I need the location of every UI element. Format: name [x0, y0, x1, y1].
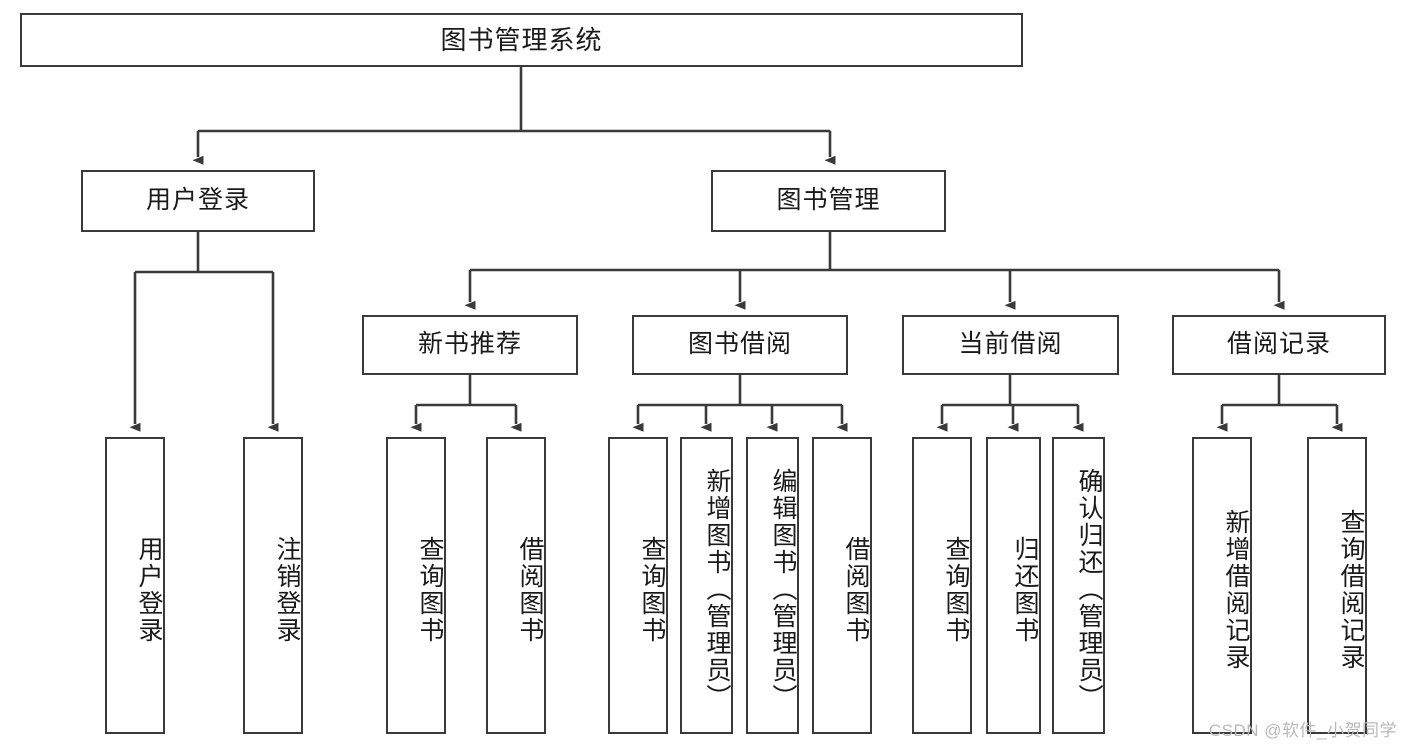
node-book-borrow[interactable]: 图书借阅 [632, 315, 848, 375]
leaf-label: 查询借阅记录 [1337, 508, 1365, 671]
leaf-borrow-book-recommend[interactable]: 借阅图书 [486, 437, 546, 734]
leaf-add-book-admin[interactable]: 新增图书（管理员） [680, 437, 733, 734]
leaf-query-book-current[interactable]: 查询图书 [912, 437, 972, 734]
leaf-query-book-borrow[interactable]: 查询图书 [608, 437, 668, 734]
node-current-borrow[interactable]: 当前借阅 [902, 315, 1119, 375]
leaf-label: 查询图书 [638, 535, 666, 644]
leaf-borrow-book[interactable]: 借阅图书 [812, 437, 872, 734]
leaf-label: 新增借阅记录 [1222, 508, 1250, 671]
leaf-query-borrow-record[interactable]: 查询借阅记录 [1307, 437, 1367, 734]
leaf-label: 注销登录 [273, 535, 301, 644]
leaf-confirm-return-admin[interactable]: 确认归还（管理员） [1052, 437, 1105, 734]
node-root-system[interactable]: 图书管理系统 [20, 13, 1023, 67]
node-book-management[interactable]: 图书管理 [711, 170, 946, 232]
leaf-label: 编辑图书（管理员） [769, 468, 797, 711]
leaf-label: 确认归还（管理员） [1075, 468, 1103, 711]
leaf-add-borrow-record[interactable]: 新增借阅记录 [1192, 437, 1252, 734]
leaf-query-book-recommend[interactable]: 查询图书 [386, 437, 446, 734]
node-new-book-recommend[interactable]: 新书推荐 [362, 315, 578, 375]
leaf-logout-login[interactable]: 注销登录 [243, 437, 303, 734]
leaf-label: 借阅图书 [516, 535, 544, 644]
leaf-label: 用户登录 [135, 535, 163, 644]
node-user-login[interactable]: 用户登录 [81, 170, 315, 232]
leaf-edit-book-admin[interactable]: 编辑图书（管理员） [746, 437, 799, 734]
leaf-label: 查询图书 [942, 535, 970, 644]
leaf-label: 借阅图书 [842, 535, 870, 644]
leaf-label: 新增图书（管理员） [703, 468, 731, 711]
watermark-text: CSDN @软件_小贺同学 [1208, 721, 1397, 740]
leaf-user-login[interactable]: 用户登录 [105, 437, 165, 734]
node-borrow-record[interactable]: 借阅记录 [1172, 315, 1386, 375]
leaf-label: 归还图书 [1011, 535, 1039, 644]
leaf-return-book[interactable]: 归还图书 [986, 437, 1041, 734]
leaf-label: 查询图书 [416, 535, 444, 644]
